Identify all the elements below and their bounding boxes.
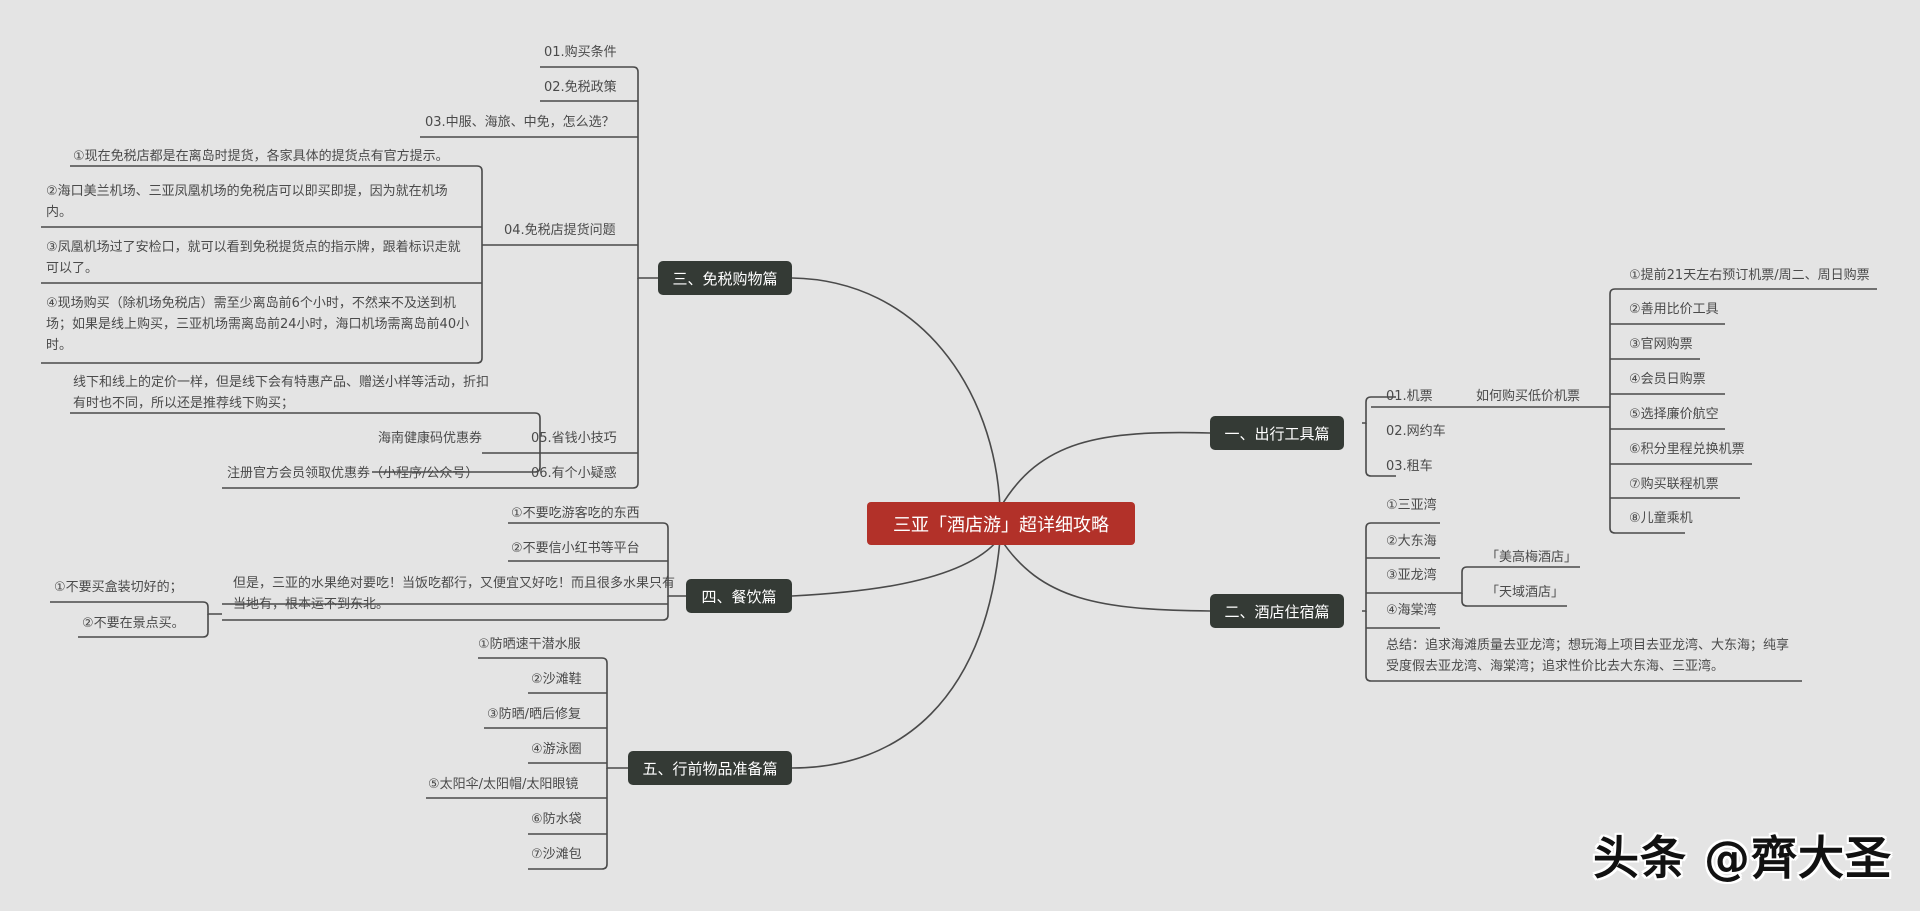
packing-item[interactable]: ①防晒速干潜水服	[478, 637, 581, 652]
hotel-summary[interactable]: 总结：追求海滩质量去亚龙湾；想玩海上项目去亚龙湾、大东海；纯享受度假去亚龙湾、海…	[1386, 638, 1790, 674]
food-fruit-note[interactable]: 但是，三亚的水果绝对要吃！当饭吃都行，又便宜又好吃！而且很多水果只有当地有，根本…	[233, 576, 676, 612]
link-root-hotel	[999, 537, 1211, 612]
packing-item[interactable]: ③防晒/晒后修复	[487, 707, 582, 722]
packing-item[interactable]: ⑥防水袋	[531, 812, 582, 827]
branch-packing[interactable]: 五、行前物品准备篇	[628, 751, 792, 785]
packing-item[interactable]: ⑤太阳伞/太阳帽/太阳眼镜	[428, 777, 579, 792]
link-root-transport	[999, 431, 1211, 509]
transport-item-flight[interactable]: 01.机票	[1386, 389, 1433, 404]
flight-cheap-tickets-label[interactable]: 如何购买低价机票	[1476, 389, 1581, 404]
flight-tip[interactable]: ⑤选择廉价航空	[1629, 407, 1719, 422]
flight-tip[interactable]: ②善用比价工具	[1629, 302, 1719, 317]
flight-tip[interactable]: ⑦购买联程机票	[1629, 477, 1719, 492]
branch-hotel[interactable]: 二、酒店住宿篇	[1210, 594, 1344, 628]
branch-food[interactable]: 四、餐饮篇	[686, 579, 792, 613]
food-item[interactable]: ①不要吃游客吃的东西	[511, 506, 640, 521]
dutyfree-item[interactable]: 02.免税政策	[544, 80, 617, 95]
fruit-tip[interactable]: ②不要在景点买。	[82, 616, 185, 631]
fruit-tip[interactable]: ①不要买盒装切好的；	[54, 580, 183, 595]
root-topic[interactable]: 三亚「酒店游」超详细攻略	[867, 502, 1135, 545]
flight-tip[interactable]: ①提前21天左右预订机票/周二、周日购票	[1629, 268, 1870, 283]
flight-tip[interactable]: ⑥积分里程兑换机票	[1629, 442, 1745, 457]
saving-tip[interactable]: 注册官方会员领取优惠券（小程序/公众号）	[227, 466, 479, 481]
packing-item[interactable]: ⑦沙滩包	[531, 847, 582, 862]
dutyfree-item[interactable]: 03.中服、海旅、中免，怎么选？	[425, 115, 615, 130]
link-root-food	[791, 539, 999, 597]
link-root-packing	[791, 539, 1001, 769]
branch-transport[interactable]: 一、出行工具篇	[1210, 416, 1344, 450]
link-root-dutyfree	[791, 277, 1001, 509]
transport-item-ridehail[interactable]: 02.网约车	[1386, 424, 1446, 439]
dutyfree-item[interactable]: 06.有个小疑惑	[531, 466, 617, 481]
saving-tip[interactable]: 海南健康码优惠券	[378, 431, 483, 446]
yalong-hotel[interactable]: 「天域酒店」	[1486, 585, 1565, 600]
pickup-tip[interactable]: ③凤凰机场过了安检口，就可以看到免税提货点的指示牌，跟着标识走就可以了。	[46, 240, 461, 276]
hotel-bay[interactable]: ①三亚湾	[1386, 498, 1437, 513]
hotel-bay[interactable]: ②大东海	[1386, 534, 1437, 549]
hotel-bay[interactable]: ④海棠湾	[1386, 603, 1437, 618]
branch-dutyfree[interactable]: 三、免税购物篇	[658, 261, 792, 295]
pickup-tip[interactable]: ①现在免税店都是在离岛时提货，各家具体的提货点有官方提示。	[73, 149, 449, 164]
dutyfree-item[interactable]: 01.购买条件	[544, 45, 617, 60]
packing-item[interactable]: ④游泳圈	[531, 742, 582, 757]
flight-tip[interactable]: ⑧儿童乘机	[1629, 511, 1693, 526]
saving-tip-doubt[interactable]: 线下和线上的定价一样，但是线下会有特惠产品、赠送小样等活动，折扣有时也不同，所以…	[73, 375, 490, 411]
transport-item-rental[interactable]: 03.租车	[1386, 459, 1433, 474]
dutyfree-item[interactable]: 05.省钱小技巧	[531, 431, 617, 446]
watermark: 头条 @齊大圣	[1592, 831, 1892, 885]
dutyfree-item[interactable]: 04.免税店提货问题	[504, 223, 616, 238]
hotel-bay[interactable]: ③亚龙湾	[1386, 568, 1437, 583]
flight-tip[interactable]: ④会员日购票	[1629, 372, 1706, 387]
packing-item[interactable]: ②沙滩鞋	[531, 672, 582, 687]
pickup-tip[interactable]: ②海口美兰机场、三亚凤凰机场的免税店可以即买即提，因为就在机场内。	[46, 184, 448, 220]
pickup-tip[interactable]: ④现场购买（除机场免税店）需至少离岛前6个小时，不然来不及送到机场；如果是线上购…	[46, 296, 470, 353]
flight-tip[interactable]: ③官网购票	[1629, 337, 1693, 352]
food-item[interactable]: ②不要信小红书等平台	[511, 541, 640, 556]
yalong-hotel[interactable]: 「美高梅酒店」	[1486, 550, 1578, 565]
